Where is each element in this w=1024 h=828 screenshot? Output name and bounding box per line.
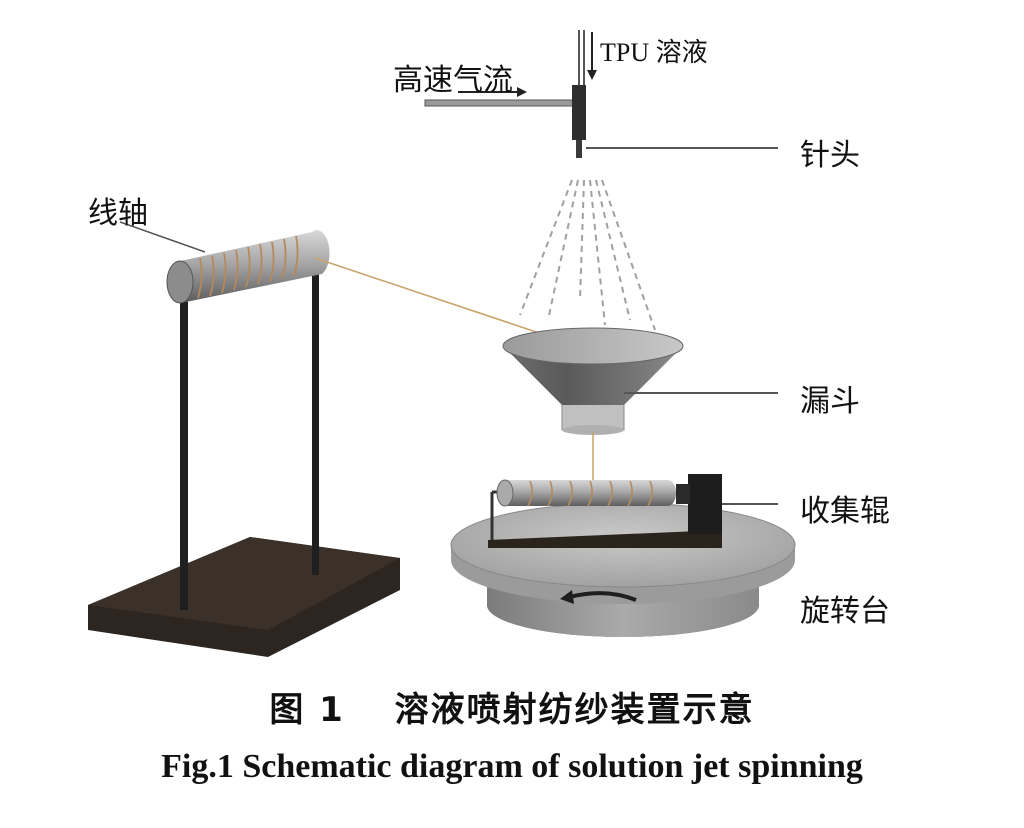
- solution-flow-arrow: [587, 32, 597, 80]
- collector-roller: [488, 474, 778, 548]
- spool: [119, 221, 330, 304]
- figure-caption-english: Fig.1 Schematic diagram of solution jet …: [161, 748, 863, 785]
- rotating-table-label: 旋转台: [800, 594, 890, 629]
- rotation-arrow: [560, 590, 637, 604]
- high-speed-airflow-label: 高速气流: [393, 63, 513, 98]
- spool-leader-line: [119, 221, 206, 253]
- tpu-solution-label: TPU 溶液: [600, 38, 708, 67]
- rotating-table: [450, 502, 796, 637]
- spool-label: 线轴: [88, 196, 148, 231]
- funnel: [502, 327, 778, 435]
- funnel-label: 漏斗: [800, 384, 860, 419]
- figure-caption-chinese: 图 1 溶液喷射纺纱装置示意: [269, 690, 755, 730]
- spray-jets: [519, 179, 656, 331]
- needle-assembly: [424, 30, 778, 158]
- collector-roller-label: 收集辊: [800, 494, 890, 529]
- airflow-arrow: [458, 87, 527, 97]
- needle-label: 针头: [800, 138, 860, 173]
- spool-stand: [88, 255, 400, 657]
